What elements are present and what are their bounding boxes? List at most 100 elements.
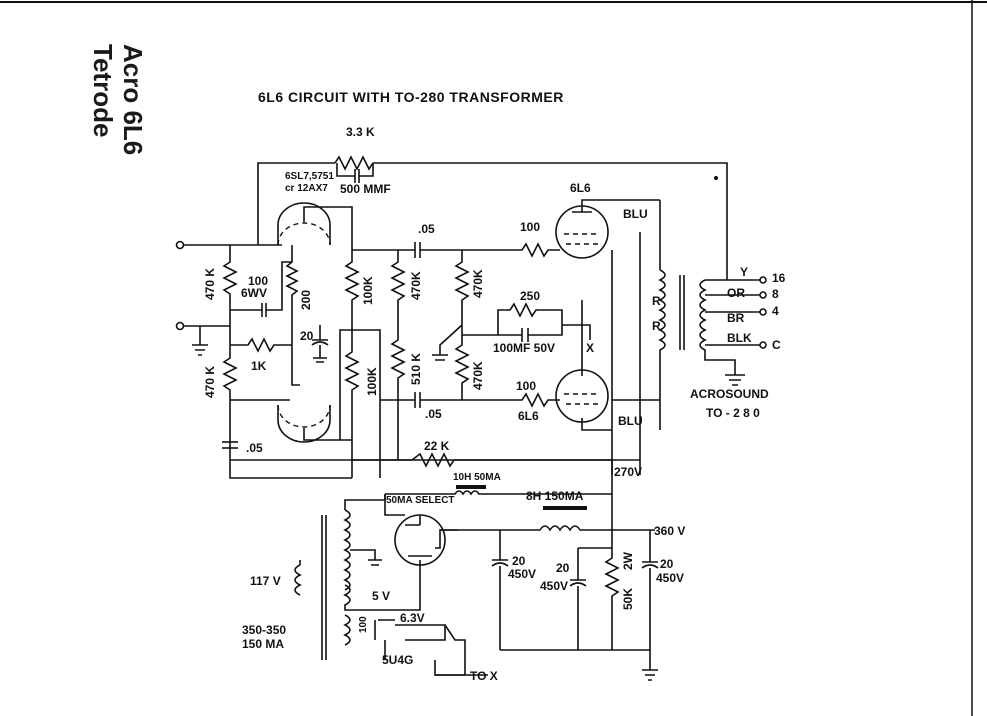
cap-100mf-label: 100MF 50V [493, 341, 555, 355]
r-100-top-label: 100 [520, 220, 540, 234]
bias-network [462, 302, 591, 340]
r-50k [578, 530, 620, 650]
r-50k-w-label: 2W [621, 551, 635, 570]
input-lower-wire [229, 399, 352, 479]
to-x-label: TO X [470, 669, 498, 683]
choke-10h [385, 490, 612, 496]
terminal-8: 8 [772, 287, 779, 301]
r-470k-mid-label: 470K [409, 271, 423, 300]
input-resistor-chain [222, 245, 238, 442]
r-1k [230, 337, 292, 353]
cap-20-cathode [311, 325, 329, 363]
blu-top-label: BLU [623, 207, 648, 221]
diagram-title: 6L6 CIRCUIT WITH TO-280 TRANSFORMER [258, 89, 564, 105]
terminal-c: C [772, 338, 781, 352]
r-470k-in2-label: 470 K [203, 366, 217, 398]
pt-5v-winding [343, 560, 421, 611]
r-22k [352, 452, 612, 468]
r-100-bottom [520, 392, 560, 408]
preamp-plate-top [303, 206, 353, 250]
r-bot-label: R [652, 319, 661, 333]
ot-primary [658, 269, 666, 430]
phase-splitter-resistors [390, 250, 406, 460]
cap-20-b-v-label: 450V [540, 579, 568, 593]
r-50k-label: 50K [621, 588, 635, 610]
pt-hv-secondary [343, 509, 351, 591]
cap-20-a [491, 530, 509, 650]
feedback-wire-right [373, 162, 728, 260]
mains-label: 117 V [250, 574, 281, 588]
v63-label: 6.3V [400, 611, 425, 625]
choke-8h-label: 8H 150MA [526, 489, 584, 503]
r-100-bottom-label: 100 [516, 379, 536, 393]
cap-6wv-label: 6WV [241, 286, 267, 300]
r-200 [285, 245, 299, 345]
output-tube-top-label: 6L6 [570, 181, 591, 195]
feedback-cap-wire [336, 163, 374, 177]
output-tube-top [555, 205, 609, 259]
preamp-tube-top [277, 202, 331, 245]
v-360-label: 360 V [654, 524, 685, 538]
tap-blk: BLK [727, 331, 752, 345]
pt-label1: 350-350 [242, 623, 286, 637]
cap-20-cathode-label: 20 [300, 329, 314, 343]
r-250-label: 250 [520, 289, 540, 303]
input-terminal-1 [175, 240, 185, 250]
r-200-label: 200 [299, 290, 313, 310]
r-470k-g2-label: 470K [471, 361, 485, 390]
preamp-tube-bottom [277, 405, 331, 443]
cap-100-label: 100 [248, 274, 268, 288]
cap-20-c-v-label: 450V [656, 571, 684, 585]
transformer-name1: ACROSOUND [690, 387, 769, 401]
feedback-resistor-label: 3.3 K [346, 125, 375, 139]
preamp-tube-top-envelope [277, 222, 331, 246]
svg-text:100: 100 [358, 616, 369, 633]
cap-20-c [641, 530, 659, 650]
v5-label: 5 V [372, 589, 390, 603]
feedback-wire-left [257, 162, 335, 245]
plate-resistor-chain [344, 250, 360, 478]
terminal-16: 16 [772, 271, 786, 285]
r-470k-g1-label: 470K [471, 269, 485, 298]
pt-primary [294, 560, 302, 596]
r-510k-label: 510 K [409, 353, 423, 385]
cap-05-low-label: .05 [246, 441, 263, 455]
cap-05-top-label: .05 [418, 222, 435, 236]
transformer-name2: TO - 2 8 0 [706, 406, 760, 420]
ground-symbol-input [192, 326, 208, 356]
pt-label2: 150 MA [242, 637, 284, 651]
input-terminal-2 [175, 321, 185, 331]
ot-secondary [699, 279, 745, 386]
preamp-tube-label1: 6SL7,5751 [285, 171, 334, 182]
cap-20-a-label: 20 [512, 554, 526, 568]
cap-20-a-v-label: 450V [508, 567, 536, 581]
ground-symbol-supply [500, 649, 658, 681]
output-tube-bottom-label: 6L6 [518, 409, 539, 423]
r-1k-label: 1K [251, 359, 267, 373]
blu-bot-label: BLU [618, 414, 643, 428]
r-100k-a-label: 100K [361, 276, 375, 305]
ground-symbol-mid [432, 324, 463, 361]
r-22k-label: 22 K [424, 439, 450, 453]
tap-br: BR [727, 311, 745, 325]
cap-20-c-label: 20 [660, 557, 674, 571]
choke-10h-label: 10H 50MA [453, 472, 501, 483]
tap-y: Y [740, 265, 748, 279]
feedback-cap-label: 500 MMF [340, 182, 391, 196]
tap-or: OR [727, 286, 745, 300]
x-point-label: X [586, 341, 594, 355]
pt-63v-winding [343, 614, 351, 646]
output-tube-bottom [555, 369, 609, 423]
cap-20-b [569, 548, 587, 650]
r-100-top [520, 242, 560, 258]
choke-8h [440, 525, 655, 532]
preamp-plate-bottom [303, 428, 352, 441]
cap-20-b-label: 20 [556, 561, 570, 575]
terminal-4: 4 [772, 304, 779, 318]
r-top-label: R [652, 294, 661, 308]
r-100k-b-label: 100K [365, 367, 379, 396]
cap-05-mid-label: .05 [425, 407, 442, 421]
r-470k-in1-label: 470 K [203, 268, 217, 300]
